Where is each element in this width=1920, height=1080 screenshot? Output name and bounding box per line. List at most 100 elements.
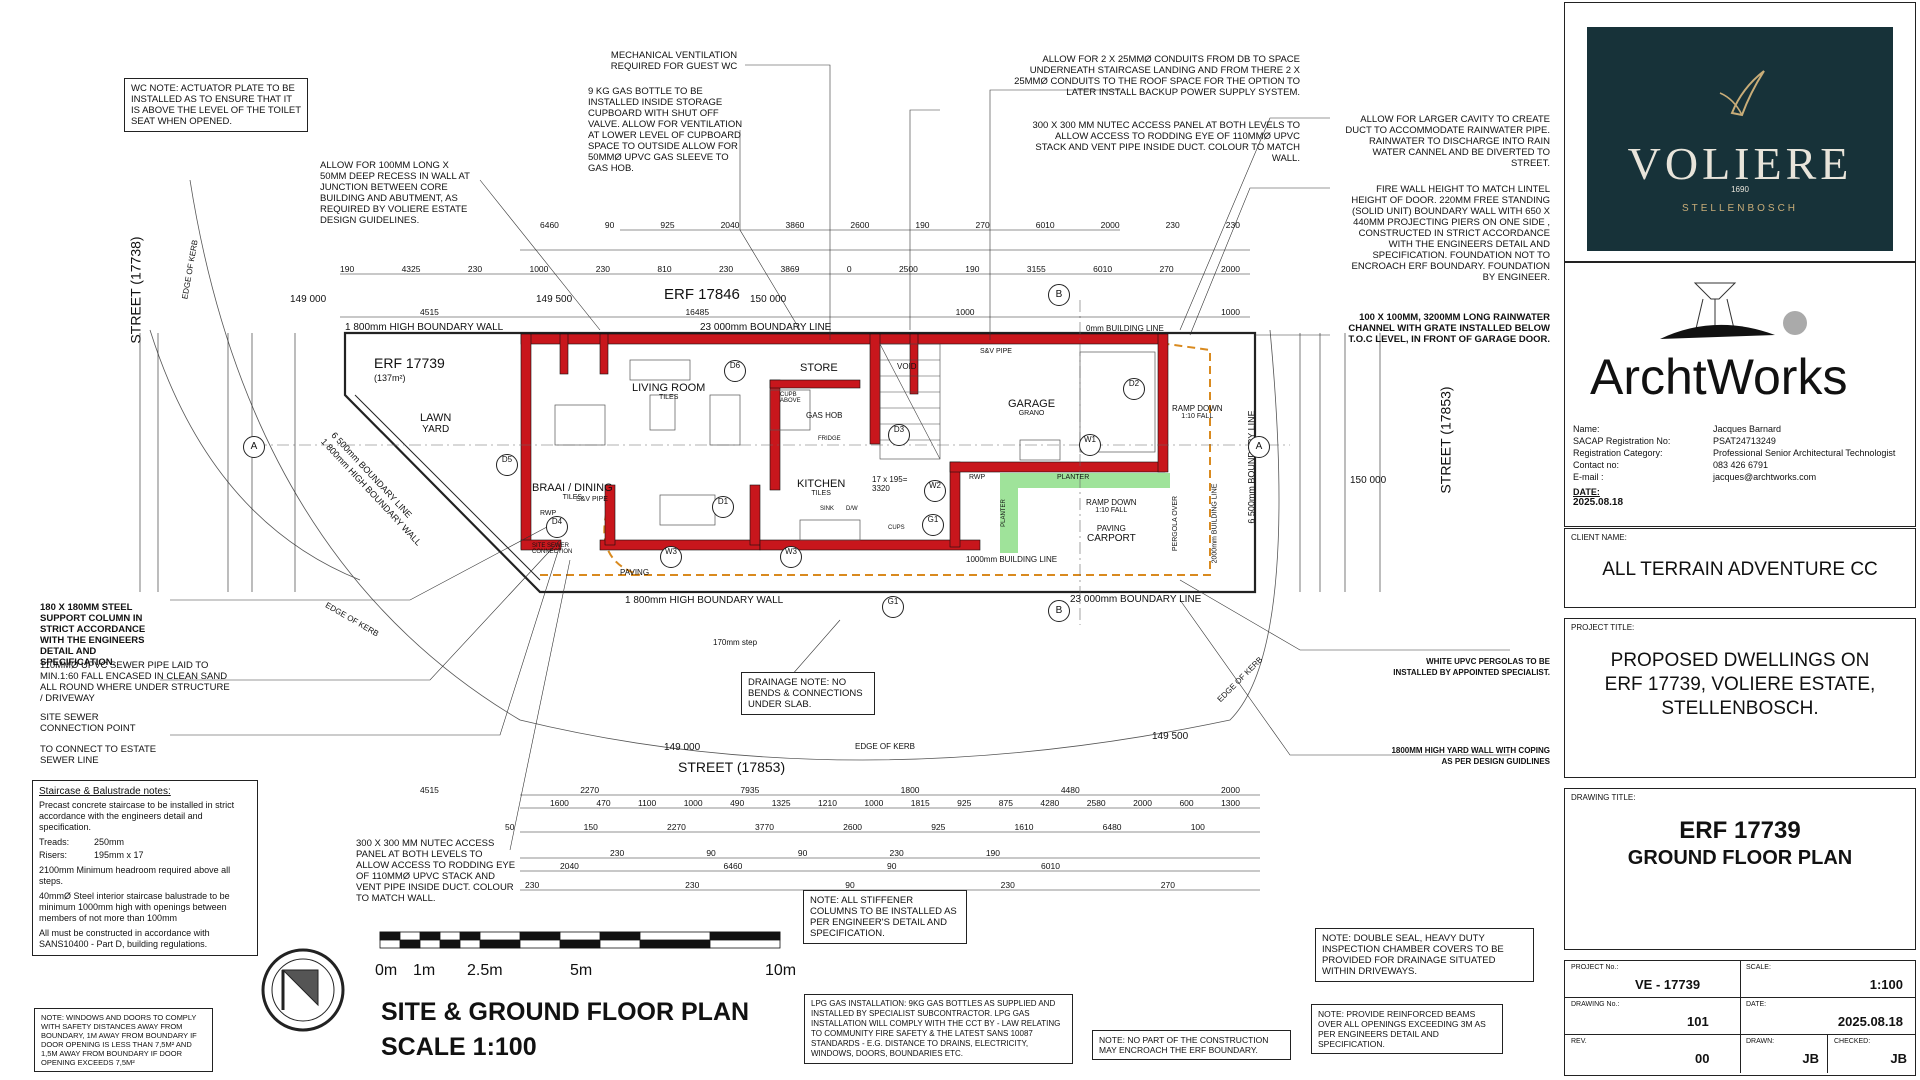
note-double-seal: NOTE: DOUBLE SEAL, HEAVY DUTY INSPECTION…	[1315, 928, 1534, 982]
note-ventilation: MECHANICAL VENTILATION REQUIRED FOR GUES…	[610, 50, 738, 72]
sv-pipe-label: S&V PIPE	[980, 348, 1012, 355]
planter-zone	[1000, 473, 1170, 488]
grid-tag-a-right: A	[1248, 436, 1270, 458]
project-caption: PROJECT TITLE:	[1571, 623, 1635, 632]
stair-notes-risers: Risers:195mm x 17	[39, 850, 144, 860]
door-tag-d3: D3	[888, 424, 910, 446]
grid-tag-b-bottom: B	[1048, 600, 1070, 622]
meta-row-1: PROJECT No.: VE - 17739 SCALE: 1:100	[1565, 961, 1915, 998]
client-caption: CLIENT NAME:	[1571, 533, 1627, 542]
stair-dims: 17 x 195= 3320	[872, 475, 908, 493]
leader-lines	[160, 64, 1510, 851]
scale-label-1: 1m	[413, 962, 436, 979]
window-tag-w2: W2	[924, 480, 946, 502]
room-paving: PAVING	[620, 568, 650, 577]
rev-cell: REV. 00	[1565, 1035, 1741, 1073]
boundary-bottom-building: 1000mm BUILDING LINE	[966, 555, 1058, 564]
drawing-title-2: GROUND FLOOR PLAN	[1627, 847, 1853, 869]
edge-of-kerb-curve	[189, 179, 1280, 761]
level-149000-top: 149 000	[290, 294, 327, 305]
boundary-bottom-line: 23 000mm BOUNDARY LINE	[1070, 594, 1202, 605]
scale-bar-labels: 0m 1m 2.5m 5m 10m	[375, 962, 796, 982]
note-yard-wall: 1800MM HIGH YARD WALL WITH COPING AS PER…	[1391, 746, 1550, 766]
voliere-year: 1690	[1731, 185, 1749, 194]
stair-notes-headroom: 2100mm Minimum headroom required above a…	[39, 865, 231, 886]
note-recess: ALLOW FOR 100MM LONG X 50MM DEEP RECESS …	[320, 160, 470, 226]
room-planter: PLANTER	[1057, 474, 1090, 481]
drawing-caption: DRAWING TITLE:	[1571, 793, 1636, 802]
note-nutec-bottom: 300 X 300 MM NUTEC ACCESS PANEL AT BOTH …	[356, 838, 516, 904]
detail-row-3: Contact no:083 426 6791	[1573, 460, 1769, 470]
firm-details: Name:Jacques Barnard SACAP Registration …	[1573, 423, 1913, 508]
planter-vertical-label: PLANTER	[1000, 499, 1007, 527]
level-150000-right: 150 000	[1350, 475, 1387, 486]
boundary-top-line: 23 000mm BOUNDARY LINE	[700, 322, 832, 333]
note-sewer-pipe: 110mmØ UPVC SEWER PIPE LAID TO MIN.1:60 …	[40, 660, 230, 704]
door-tag-d1: D1	[712, 496, 734, 518]
firm-logo-icon	[1660, 282, 1807, 339]
gas-hob-label: GAS HOB	[806, 411, 843, 420]
rwp-label: RWP	[969, 474, 986, 481]
date-value: 2025.08.18	[1573, 497, 1624, 508]
building-line-2000: 2000mm BUILDING LINE	[1211, 483, 1219, 564]
title-block-drawing: DRAWING TITLE: ERF 17739 GROUND FLOOR PL…	[1564, 788, 1916, 950]
title-block-meta: PROJECT No.: VE - 17739 SCALE: 1:100 DRA…	[1564, 960, 1916, 1076]
boundary-wall-diagonal-inner	[354, 394, 541, 581]
drawing-no-cell: DRAWING No.: 101	[1565, 998, 1741, 1034]
pergola-label: PERGOLA OVER	[1172, 495, 1180, 552]
sv-pipe-label-2: S&V PIPE	[576, 496, 608, 503]
stair-notes-heading: Staircase & Balustrade notes:	[39, 786, 171, 797]
meta-row-2: DRAWING No.: 101 DATE: 2025.08.18	[1565, 998, 1915, 1035]
project-no-cell: PROJECT No.: VE - 17739	[1565, 961, 1741, 997]
stair-notes-balustrade: 40mmØ Steel interior staircase balustrad…	[39, 891, 230, 923]
cupb-above: CUPB ABOVE	[780, 392, 801, 404]
bird-icon	[1719, 70, 1765, 117]
sink-label: SINK	[820, 506, 835, 512]
note-wc: WC NOTE: ACTUATOR PLATE TO BE INSTALLED …	[124, 78, 308, 132]
detail-row-1: SACAP Registration No:PSAT24713249	[1573, 436, 1776, 446]
note-stiffener: NOTE: ALL STIFFENER COLUMNS TO BE INSTAL…	[803, 890, 967, 944]
date-label: DATE:	[1573, 487, 1600, 497]
title-block-firm: ArchtWorks Name:Jacques Barnard SACAP Re…	[1564, 262, 1916, 527]
detail-row-4: E-mail :jacques@archtworks.com	[1573, 472, 1817, 482]
boundary-bottom-wall: 1 800mm HIGH BOUNDARY WALL	[625, 595, 784, 606]
note-drainage: DRAINAGE NOTE: NO BENDS & CONNECTIONS UN…	[741, 672, 875, 715]
drawn-cell: DRAWN: JB	[1740, 1035, 1828, 1073]
client-name: ALL TERRAIN ADVENTURE CC	[1602, 559, 1878, 580]
voliere-logo: VOLIERE 1690 STELLENBOSCH	[1587, 27, 1893, 251]
north-arrow	[261, 948, 345, 1032]
title-block-client: CLIENT NAME: ALL TERRAIN ADVENTURE CC	[1564, 528, 1916, 608]
detail-row-0: Name:Jacques Barnard	[1573, 424, 1782, 434]
window-tag-w3b: W3	[780, 546, 802, 568]
note-fire-wall: FIRE WALL HEIGHT TO MATCH LINTEL HEIGHT …	[1351, 184, 1550, 283]
street-bottom-label: STREET (17853)	[678, 759, 786, 775]
rwp-label-2: RWP	[540, 510, 557, 517]
erf-area: (137m²)	[374, 373, 406, 383]
dimension-lines	[139, 229, 1381, 891]
stair-notes-intro: Precast concrete staircase to be install…	[39, 800, 235, 832]
door-tag-d4: D4	[546, 516, 568, 538]
date-cell: DATE: 2025.08.18	[1746, 1001, 1903, 1029]
scale-bar	[379, 931, 781, 949]
room-store: STORE	[800, 362, 838, 374]
room-void: VOID	[897, 362, 917, 371]
note-steel-column: 180 X 180MM STEEL SUPPORT COLUMN IN STRI…	[40, 602, 146, 668]
note-gas-bottle: 9 KG GAS BOTTLE TO BE INSTALLED INSIDE S…	[588, 86, 743, 174]
note-beams: NOTE: PROVIDE REINFORCED BEAMS OVER ALL …	[1311, 1004, 1503, 1054]
note-cavity: ALLOW FOR LARGER CAVITY TO CREATE DUCT T…	[1345, 114, 1550, 169]
window-tag-w3: W3	[660, 546, 682, 568]
firm-name: ArchtWorks	[1590, 349, 1848, 405]
window-tag-w1: W1	[1079, 434, 1101, 456]
note-pergola: WHITE UPVC PERGOLAS TO BE INSTALLED BY A…	[1393, 657, 1550, 677]
note-sewer-point: SITE SEWER CONNECTION POINT	[40, 712, 136, 734]
